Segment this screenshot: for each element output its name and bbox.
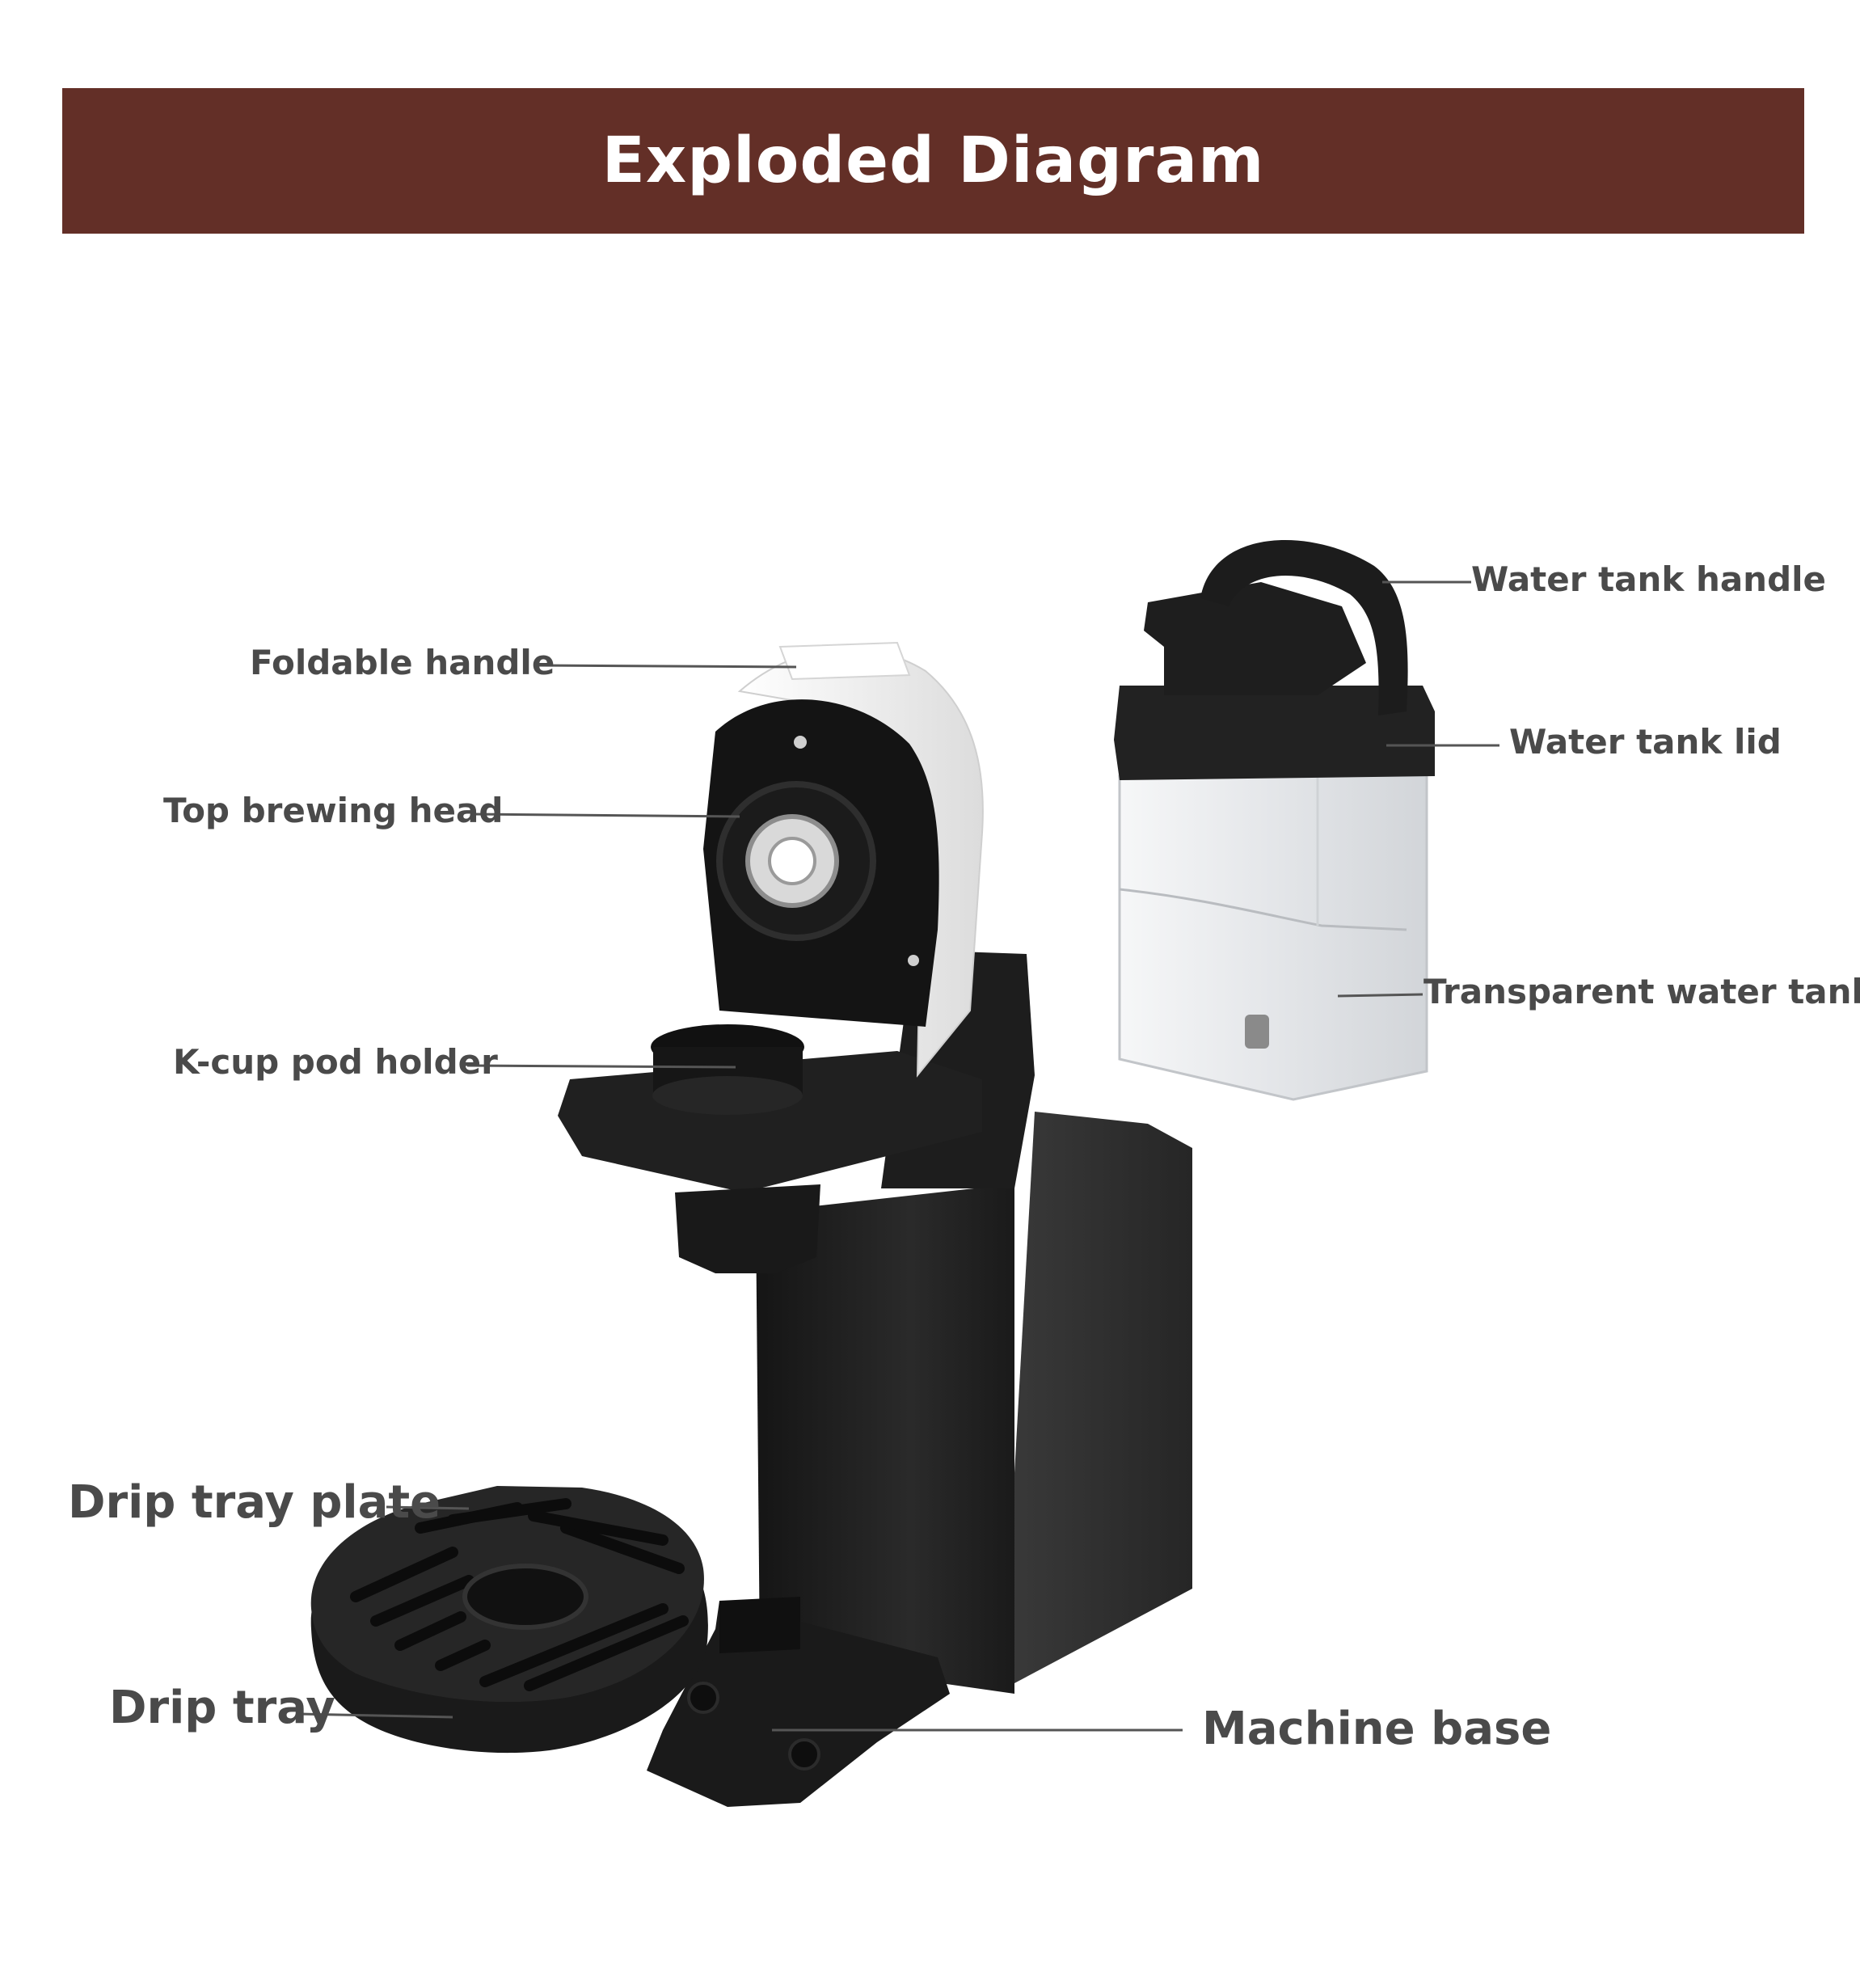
diagram-title: Exploded Diagram [601,125,1265,197]
leader-transparent-water-tank [1337,993,1423,998]
label-foldable-handle: Foldable handle [250,643,555,682]
leader-foldable-handle [537,664,797,669]
header-banner: Exploded Diagram [62,88,1804,234]
label-water-tank-lid: Water tank lid [1509,722,1782,762]
label-drip-tray: Drip tray [109,1682,335,1734]
water-tank-handle [1200,539,1408,715]
water-tank-group [1114,539,1435,1101]
machine-group [558,641,1192,1807]
drip-tray-group [310,1486,708,1754]
label-water-tank-handle: Water tank handle [1471,559,1827,599]
leader-drip-tray [298,1712,453,1719]
label-machine-base: Machine base [1202,1703,1552,1755]
leader-kcup-pod-holder [466,1064,736,1069]
label-transparent-water-tank: Transparent water tank [1423,972,1860,1011]
leader-lines [298,580,1499,1732]
machine-body [756,1188,1014,1694]
water-tank-lid [1114,686,1435,780]
label-drip-tray-plate: Drip tray plate [68,1476,441,1529]
label-kcup-pod-holder: K-cup pod holder [173,1042,498,1082]
label-top-brewing-head: Top brewing head [163,791,504,830]
leader-drip-tray-plate [386,1505,470,1510]
leader-top-brewing-head [472,813,740,818]
transparent-water-tank [1118,770,1428,1101]
